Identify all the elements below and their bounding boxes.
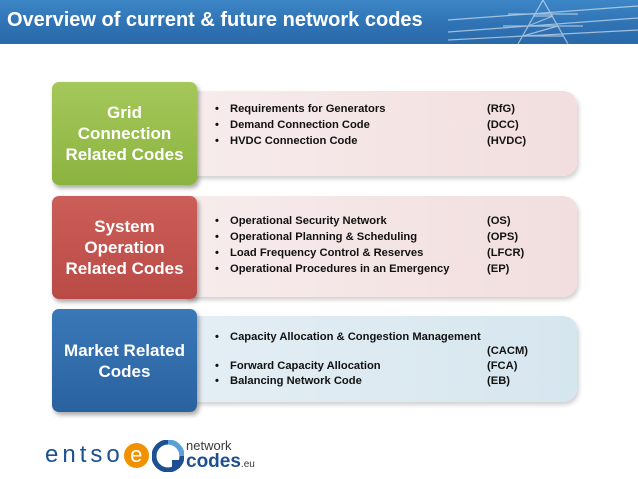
code-name: Operational Security Network — [230, 215, 387, 227]
page-title: Overview of current & future network cod… — [7, 9, 423, 31]
bullet: • — [215, 215, 219, 227]
code-abbr: (RfG) — [487, 103, 515, 115]
code-abbr: (HVDC) — [487, 135, 527, 147]
code-abbr: (EP) — [487, 263, 510, 275]
grid-connection-label-line: Related Codes — [65, 145, 184, 164]
code-abbr: (DCC) — [487, 119, 519, 131]
code-abbr: (FCA) — [487, 360, 518, 372]
code-abbr: (EB) — [487, 375, 510, 387]
grid-connection-band — [185, 91, 577, 176]
system-operation-label-line: System — [94, 217, 155, 236]
code-name: Balancing Network Code — [230, 375, 362, 387]
system-operation-label-line: Operation — [84, 238, 165, 257]
system-operation-label-box: System Operation Related Codes — [52, 196, 197, 299]
bullet: • — [215, 135, 219, 147]
grid-connection-label-line: Grid — [107, 103, 142, 122]
code-name: Requirements for Generators — [230, 103, 386, 115]
code-abbr: (CACM) — [487, 345, 529, 357]
code-abbr: (LFCR) — [487, 247, 525, 259]
networkcodes-logo-suffix: .eu — [240, 459, 255, 470]
header-bar: Overview of current & future network cod… — [0, 0, 638, 44]
code-name: HVDC Connection Code — [230, 135, 358, 147]
entsoe-e-icon: e — [123, 443, 149, 468]
market-label-line: Codes — [98, 361, 151, 381]
networkcodes-logo-icon — [152, 440, 184, 472]
code-abbr: (OPS) — [487, 231, 519, 243]
code-name: Capacity Allocation & Congestion Managem… — [230, 331, 481, 343]
networkcodes-logo-text: codes.eu — [186, 452, 255, 475]
entsoe-logo-text: ents — [45, 441, 107, 468]
bullet: • — [215, 231, 219, 243]
market-label-box: Market Related Codes — [52, 309, 197, 412]
bullet: • — [215, 103, 219, 115]
bullet: • — [215, 119, 219, 131]
networkcodes-logo-text: network — [186, 438, 232, 453]
networkcodes-logo: network codes.eu — [152, 438, 255, 475]
code-name: Load Frequency Control & Reserves — [230, 247, 424, 259]
market-label-line: Market Related — [64, 340, 185, 360]
bullet: • — [215, 247, 219, 259]
system-operation-label-line: Related Codes — [65, 259, 184, 278]
bullet: • — [215, 360, 219, 372]
code-name: Operational Planning & Scheduling — [230, 231, 418, 243]
bullet: • — [215, 375, 219, 387]
bullet: • — [215, 331, 219, 343]
system-operation-band — [185, 196, 577, 297]
entsoe-logo-text: o — [106, 441, 124, 468]
market-band — [185, 316, 577, 402]
bullet: • — [215, 263, 219, 275]
power-pylon-icon — [448, 0, 638, 44]
code-abbr: (OS) — [487, 215, 511, 227]
code-name: Forward Capacity Allocation — [230, 360, 381, 372]
code-name: Operational Procedures in an Emergency — [230, 263, 450, 275]
grid-connection-label-line: Connection — [77, 124, 172, 143]
grid-connection-label-box: Grid Connection Related Codes — [52, 82, 197, 185]
networkcodes-logo-codes: codes — [186, 451, 241, 472]
code-name: Demand Connection Code — [230, 119, 370, 131]
